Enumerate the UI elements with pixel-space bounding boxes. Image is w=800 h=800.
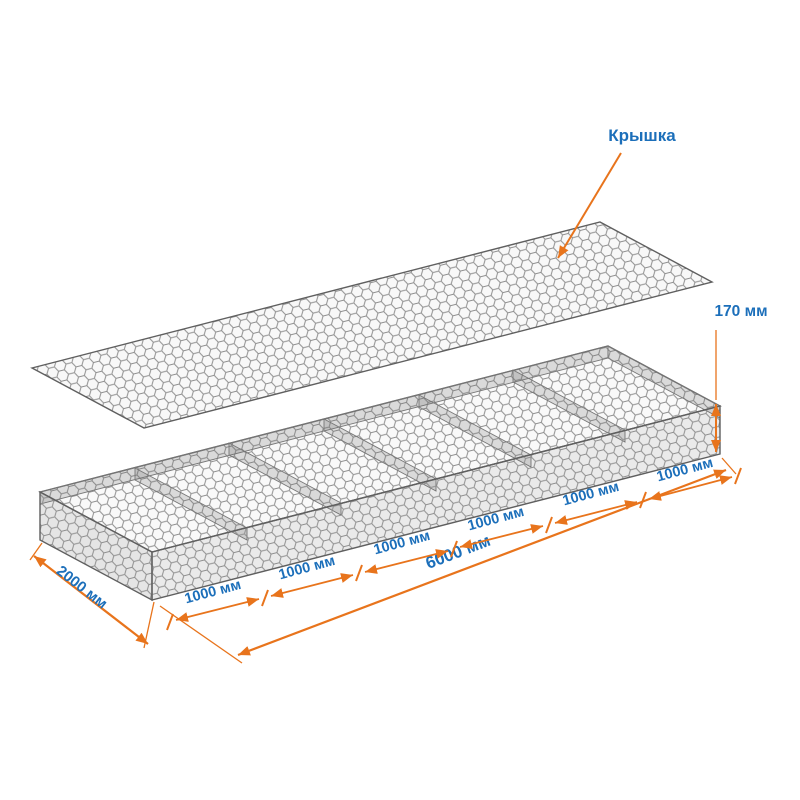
length-extension-line-left	[159, 605, 243, 664]
cell-dimension-ticks	[166, 467, 742, 631]
cell-tick-5	[639, 491, 647, 509]
length-dimension-label: 6000 мм	[423, 531, 493, 573]
cell-arrow-3	[364, 549, 449, 574]
cell-arrow-6	[648, 475, 733, 501]
cell-tick-4	[545, 516, 553, 534]
cell-arrow-1	[175, 597, 260, 622]
cell-arrow-4	[459, 524, 544, 549]
cell-tick-1	[261, 589, 269, 607]
cell-tick-6	[734, 467, 742, 485]
cell-arrow-5	[554, 500, 638, 525]
lid-callout: Крышка	[557, 126, 676, 259]
cell-tick-0	[166, 613, 174, 631]
width-extension-line-left	[29, 542, 43, 561]
cell-dimension-arrows	[175, 475, 733, 622]
cell-arrow-2	[270, 573, 354, 598]
lid-mesh-panel	[30, 221, 714, 429]
width-dimension-arrow	[33, 555, 149, 645]
lid-panel-mesh	[30, 221, 714, 429]
height-dimension: 170 мм	[711, 303, 768, 452]
cell-tick-3	[450, 540, 458, 558]
lid-leader-arrow	[557, 152, 622, 259]
height-dimension-label: 170 мм	[714, 303, 767, 320]
length-extension-line-right	[721, 457, 737, 475]
length-dimension-arrow	[237, 468, 727, 657]
lid-label: Крышка	[608, 126, 676, 145]
cell-tick-2	[355, 564, 363, 582]
